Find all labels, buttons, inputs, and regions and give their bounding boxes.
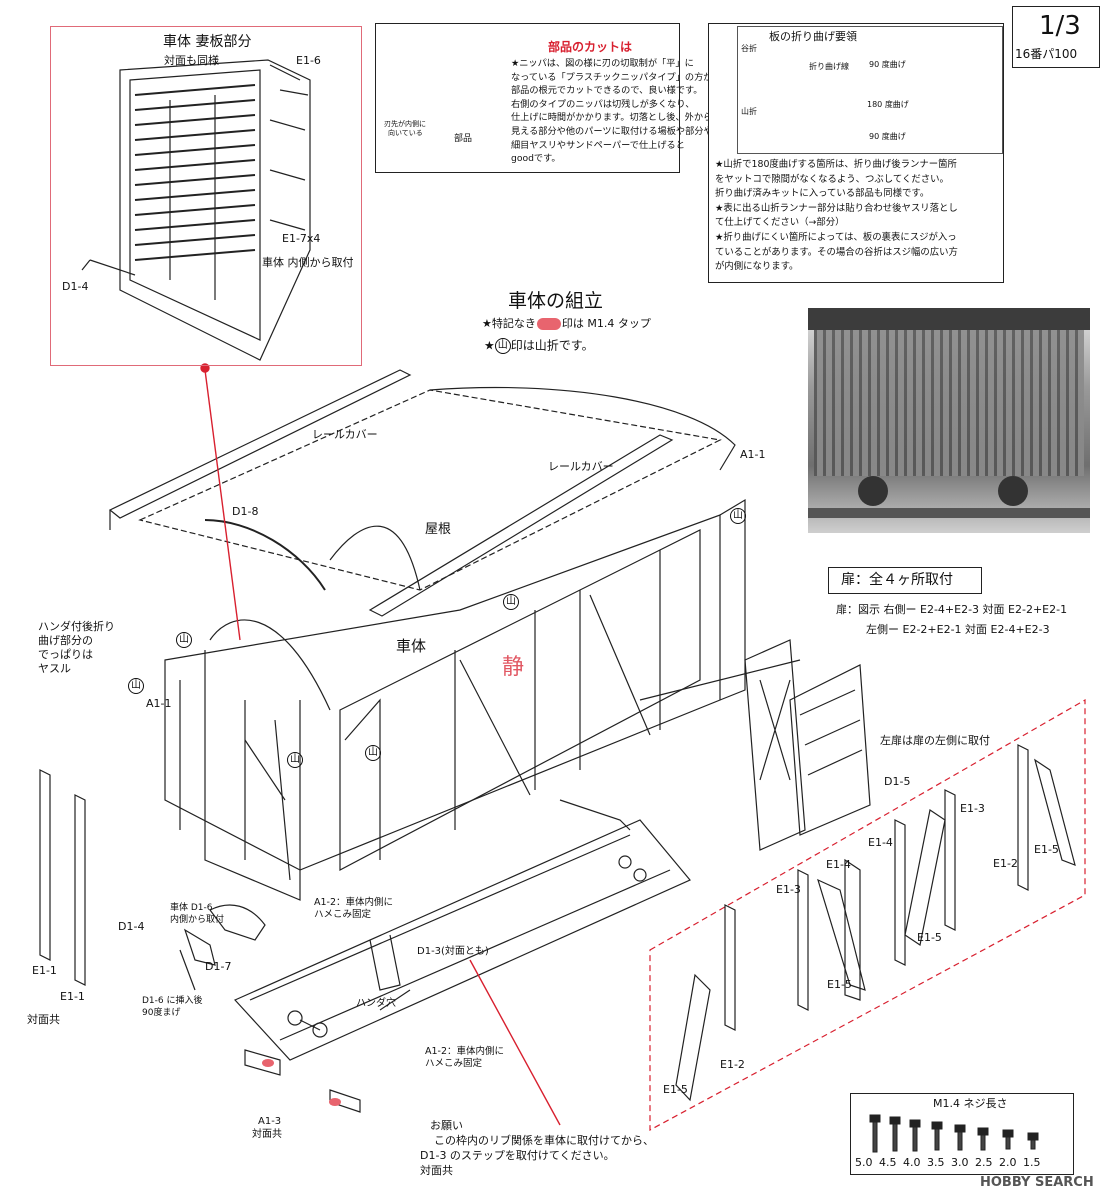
label-e1-4-a: E1-4 (868, 836, 893, 849)
pointer-line (204, 369, 241, 641)
end-panel-inset (50, 26, 362, 366)
label-a1-2-bottom: A1-2：車体内側に ハメこみ固定 (425, 1046, 505, 1069)
part-label: 部品 (454, 134, 473, 144)
rib-area-box (649, 698, 1086, 1132)
bend-label-90b: 90 度曲げ (869, 132, 906, 141)
nipper-label-1: 刃先が内側に (384, 120, 426, 128)
label-body: 車体 (396, 637, 427, 655)
label-d1-4: D1-4 (118, 920, 145, 933)
label-e1-5-b: E1-5 (917, 931, 942, 944)
label-e1-1-b: E1-1 (60, 990, 85, 1003)
assembly-note-1: ★特記なき印は M1.4 タップ (482, 317, 651, 330)
label-rail-cover-1: レールカバー (312, 428, 378, 441)
photo-car-body (814, 326, 1084, 476)
screw-drawing (869, 1114, 1039, 1153)
label-e1-4-b: E1-4 (826, 858, 851, 871)
part-e1-7x4: E1-7x4 (282, 232, 321, 245)
screw-title: M1.4 ネジ長さ (933, 1097, 1008, 1110)
request-note: お願い この枠内のリブ関係を車体に取付けてから、 D1-3 のステップを取付けて… (420, 1119, 654, 1177)
photo-rail (808, 508, 1090, 518)
bend-label-valley: 谷折 (741, 44, 757, 53)
photo-roof (808, 308, 1090, 330)
cutting-text: ★ニッパは、図の様に刃の切取制が「平」に なっている「プラスチックニッパタイプ」… (511, 58, 713, 165)
fold-mark-2: 山 (128, 678, 144, 694)
label-a1-3: A1-3 対面共 (252, 1116, 282, 1140)
door-title: 扉：全４ヶ所取付 (841, 572, 953, 588)
label-d1-3: D1-3(対面とも) (417, 946, 489, 957)
label-e1-5-c: E1-5 (827, 978, 852, 991)
end-panel-drawing (81, 59, 311, 361)
fold-mark-6: 山 (287, 752, 303, 768)
roof-drawing (108, 369, 736, 617)
bending-figure-box (737, 26, 1003, 154)
label-e1-3-b: E1-3 (776, 883, 801, 896)
label-e1-1-note: 対面共 (27, 1013, 60, 1026)
label-roof: 屋根 (425, 522, 452, 537)
fold-mark-5: 山 (365, 745, 381, 761)
door-line-1: 扉：図示 右側ー E2-4+E2-3 対面 E2-2+E2-1 (836, 603, 1068, 616)
label-e1-1-a: E1-1 (32, 964, 57, 977)
bending-title: 板の折り曲げ要領 (769, 30, 857, 43)
door-drawing (639, 639, 871, 851)
pointer-line-2 (469, 959, 561, 1126)
bending-notes: ★山折で180度曲げする箇所は、折り曲げ後ランナー箇所 をヤットコで隙間がなくな… (715, 159, 958, 273)
underframe-drawing (233, 799, 691, 1113)
door-line-2: 左側ー E2-2+E2-1 対面 E2-4+E2-3 (866, 623, 1050, 636)
bend-label-180: 180 度曲げ (867, 100, 909, 109)
cutting-box: 刃先が内側に 向いている 部品 部品のカットは ★ニッパは、図の様に刃の切取制が… (375, 23, 713, 173)
solder-note: ハンダ付後折り 曲げ部分の でっぱりは ヤスル (38, 620, 115, 675)
assembly-note-2: ★山印は山折です。 (484, 338, 594, 354)
end-panel-title: 車体 妻板部分 (163, 34, 252, 50)
label-e1-2-a: E1-2 (993, 857, 1018, 870)
bend-label-line: 折り曲げ線 (809, 62, 849, 71)
door-title-box: 扉：全４ヶ所取付 (828, 567, 982, 594)
label-e1-3-a: E1-3 (960, 802, 985, 815)
label-a1-2-top: A1-2：車体内側に ハメこみ固定 (314, 897, 394, 920)
label-a1-1-left: A1-1 (146, 697, 172, 710)
nipper-label-2: 向いている (388, 129, 423, 137)
label-d1-8: D1-8 (232, 505, 259, 518)
label-rail-cover-2: レールカバー (548, 460, 614, 473)
watermark: HOBBY SEARCH (980, 1175, 1094, 1190)
fold-mark-1: 山 (176, 632, 192, 648)
door-left-note: 左扉は扉の左側に取付 (880, 734, 990, 747)
left-parts-drawing (39, 769, 266, 991)
photo-wheel-1 (858, 476, 888, 506)
pointer-dot (200, 363, 210, 373)
part-d1-4-inset: D1-4 (62, 280, 89, 293)
label-e1-2-b: E1-2 (720, 1058, 745, 1071)
label-d1-6: 車体 D1-6 内側から取付 (170, 903, 225, 925)
label-a1-1-top: A1-1 (740, 448, 766, 461)
bend-label-90a: 90 度曲げ (869, 60, 906, 69)
part-note-inside: 車体 内側から取付 (262, 256, 354, 269)
page-number: 1/3 (1039, 11, 1081, 41)
fold-mark-4: 山 (503, 594, 519, 610)
label-shizu: 静 (502, 655, 525, 680)
assembly-title: 車体の組立 (508, 290, 604, 312)
label-solder-hole: ハンダ穴 (356, 998, 396, 1009)
part-e1-6: E1-6 (296, 54, 321, 67)
label-d1-6-note: D1-6 に挿入後 90度まげ (142, 996, 203, 1018)
red-dot-marker (536, 318, 561, 330)
label-e1-5-d: E1-5 (663, 1083, 688, 1096)
bending-box: 板の折り曲げ要領 谷折 折り曲げ線 90 度曲げ 山折 180 度曲げ 90 度… (708, 23, 1004, 283)
label-e1-5-a: E1-5 (1034, 843, 1059, 856)
label-d1-5: D1-5 (884, 775, 911, 788)
ribs-drawing (675, 744, 1076, 1102)
car-body-drawing (164, 498, 746, 901)
fold-mark-3: 山 (730, 508, 746, 524)
bend-label-mountain: 山折 (741, 107, 757, 116)
end-panel-subtitle: 対面も同様 (164, 54, 219, 67)
page-label-box: 1/3 16番パ100 (1012, 6, 1100, 68)
page-subtitle: 16番パ100 (1015, 47, 1078, 61)
cutting-title: 部品のカットは (548, 40, 633, 54)
product-photo (808, 308, 1090, 533)
photo-wheel-2 (998, 476, 1028, 506)
label-d1-7: D1-7 (205, 960, 232, 973)
mountain-fold-marker: 山 (494, 338, 511, 354)
